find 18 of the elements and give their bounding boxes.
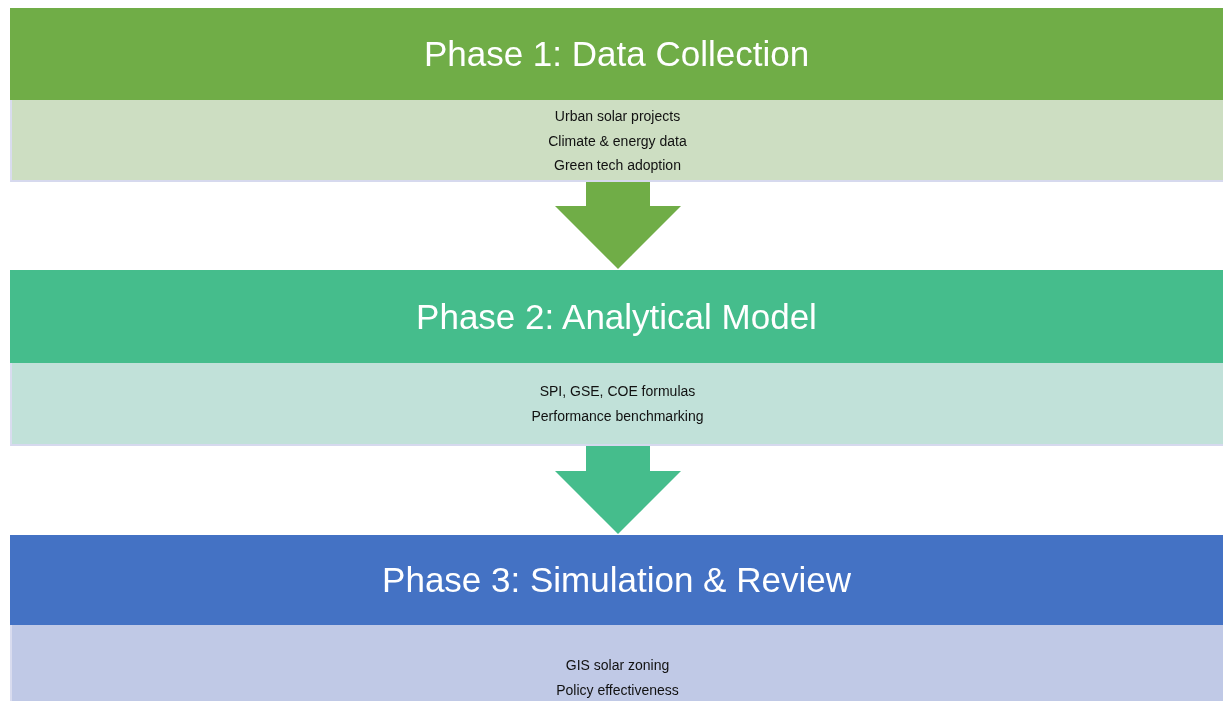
detail-text: Policy effectiveness <box>556 681 679 698</box>
block-arrow <box>554 446 682 535</box>
phase-detail-panel <box>10 363 1223 446</box>
phase-detail-panel <box>10 100 1223 182</box>
block-arrow <box>554 182 682 270</box>
phase-detail-panel <box>10 625 1223 701</box>
detail-text: SPI, GSE, COE formulas <box>539 383 696 399</box>
phase-header-band <box>10 535 1223 625</box>
detail-text: Green tech adoption <box>554 157 681 173</box>
phase-title: Phase 3: Simulation & Review <box>382 560 851 600</box>
detail-text: GIS solar zoning <box>565 657 670 673</box>
detail-text: Performance benchmarking <box>531 407 704 424</box>
phase-title: Phase 2: Analytical Model <box>416 296 817 337</box>
phase-header-band <box>10 270 1223 363</box>
detail-text: Urban solar projects <box>554 108 681 124</box>
phase-header-band <box>10 8 1223 100</box>
detail-text: Climate & energy data <box>548 132 687 149</box>
phase-title: Phase 1: Data Collection <box>423 34 810 74</box>
